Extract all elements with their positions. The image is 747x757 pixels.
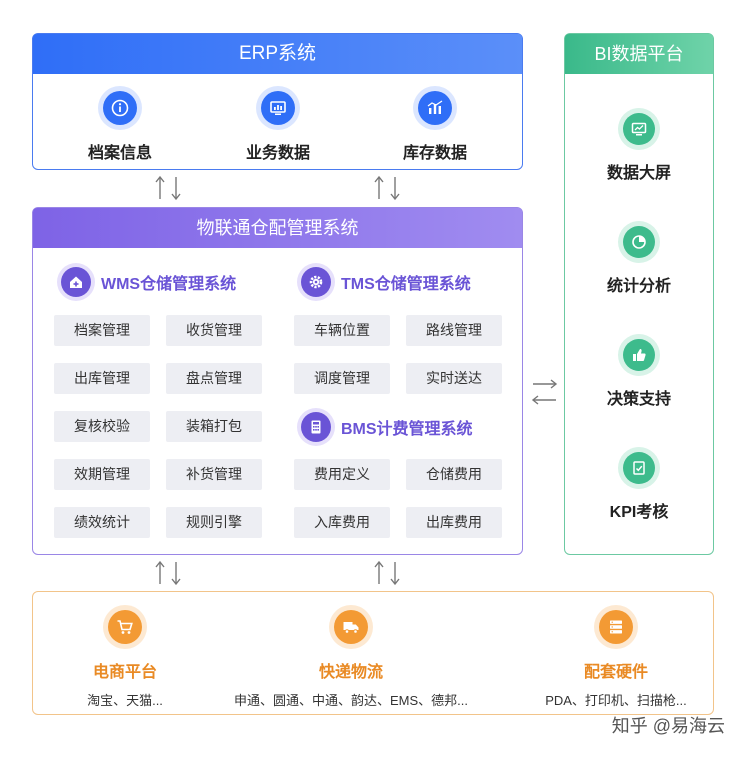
watermark: 知乎 @易海云 xyxy=(611,716,725,736)
partner-desc: 淘宝、天猫... xyxy=(87,693,163,708)
thumbs-up-icon xyxy=(623,339,655,371)
wms-title-label: WMS仓储管理系统 xyxy=(101,276,237,293)
erp-system-box: ERP系统 档案信息 业务数据 库存数据 xyxy=(32,33,523,170)
server-icon xyxy=(599,610,633,644)
erp-item-label: 业务数据 xyxy=(245,145,310,162)
erp-title: ERP系统 xyxy=(33,34,522,74)
bms-cell: 仓储费用 xyxy=(406,459,502,490)
wms-title: WMS仓储管理系统 xyxy=(61,266,236,298)
tms-title-label: TMS仓储管理系统 xyxy=(341,276,471,293)
bms-cell: 费用定义 xyxy=(294,459,390,490)
info-icon xyxy=(103,91,137,125)
wms-cell: 绩效统计 xyxy=(54,507,150,538)
wms-cell: 盘点管理 xyxy=(166,363,262,394)
bar-chart-icon xyxy=(418,91,452,125)
center-bottom-arrows-right xyxy=(374,560,400,586)
center-bottom-arrows-left xyxy=(155,560,181,586)
wms-cell: 档案管理 xyxy=(54,315,150,346)
partner-ecommerce: 电商平台 淘宝、天猫... xyxy=(65,610,185,709)
partner-title: 快递物流 xyxy=(318,664,383,681)
truck-icon xyxy=(334,610,368,644)
cart-icon xyxy=(108,610,142,644)
calculator-icon xyxy=(301,412,331,442)
partner-title: 配套硬件 xyxy=(583,664,648,681)
gear-icon xyxy=(301,267,331,297)
tms-cell: 实时送达 xyxy=(406,363,502,394)
wms-cell: 规则引擎 xyxy=(166,507,262,538)
erp-item-archive: 档案信息 xyxy=(60,91,180,163)
bi-item-label: 数据大屏 xyxy=(606,165,671,182)
bms-cell: 入库费用 xyxy=(294,507,390,538)
erp-item-label: 档案信息 xyxy=(87,145,152,162)
partner-title: 电商平台 xyxy=(92,664,157,681)
wms-cell: 效期管理 xyxy=(54,459,150,490)
screen-icon xyxy=(623,113,655,145)
tms-title: TMS仓储管理系统 xyxy=(301,266,471,298)
erp-center-arrows-right xyxy=(374,175,400,201)
tms-cell: 路线管理 xyxy=(406,315,502,346)
partner-desc: PDA、打印机、扫描枪... xyxy=(545,693,687,708)
bi-item-statistics: 统计分析 xyxy=(565,226,713,296)
wms-cell: 收货管理 xyxy=(166,315,262,346)
bi-item-label: 决策支持 xyxy=(606,391,671,408)
bi-item-kpi: KPI考核 xyxy=(565,452,713,522)
partner-hardware: 配套硬件 PDA、打印机、扫描枪... xyxy=(521,610,711,709)
bi-item-decision: 决策支持 xyxy=(565,339,713,409)
pie-chart-icon xyxy=(623,226,655,258)
partners-box: 电商平台 淘宝、天猫... 快递物流 申通、圆通、中通、韵达、EMS、德邦...… xyxy=(32,591,714,715)
bi-platform-box: BI数据平台 数据大屏 统计分析 决策支持 KPI考核 xyxy=(564,33,714,555)
erp-item-label: 库存数据 xyxy=(402,145,467,162)
tms-cell: 调度管理 xyxy=(294,363,390,394)
checklist-icon xyxy=(623,452,655,484)
center-system-box: 物联通仓配管理系统 WMS仓储管理系统 档案管理 收货管理 出库管理 盘点管理 … xyxy=(32,207,523,555)
bi-title: BI数据平台 xyxy=(565,34,713,74)
bi-item-label: KPI考核 xyxy=(609,504,669,521)
center-title: 物联通仓配管理系统 xyxy=(33,208,522,248)
bi-item-dashboard: 数据大屏 xyxy=(565,113,713,183)
bms-cell: 出库费用 xyxy=(406,507,502,538)
monitor-chart-icon xyxy=(261,91,295,125)
bi-item-label: 统计分析 xyxy=(606,278,671,295)
wms-cell: 出库管理 xyxy=(54,363,150,394)
center-bi-arrows xyxy=(531,379,558,405)
tms-cell: 车辆位置 xyxy=(294,315,390,346)
erp-center-arrows-left xyxy=(155,175,181,201)
home-plus-icon xyxy=(61,267,91,297)
wms-cell: 复核校验 xyxy=(54,411,150,442)
wms-cell: 装箱打包 xyxy=(166,411,262,442)
partner-logistics: 快递物流 申通、圆通、中通、韵达、EMS、德邦... xyxy=(201,610,501,709)
bms-title-label: BMS计费管理系统 xyxy=(341,421,473,438)
erp-item-business-data: 业务数据 xyxy=(218,91,338,163)
bms-title: BMS计费管理系统 xyxy=(301,411,473,443)
partner-desc: 申通、圆通、中通、韵达、EMS、德邦... xyxy=(233,693,468,708)
wms-cell: 补货管理 xyxy=(166,459,262,490)
erp-item-inventory-data: 库存数据 xyxy=(375,91,495,163)
